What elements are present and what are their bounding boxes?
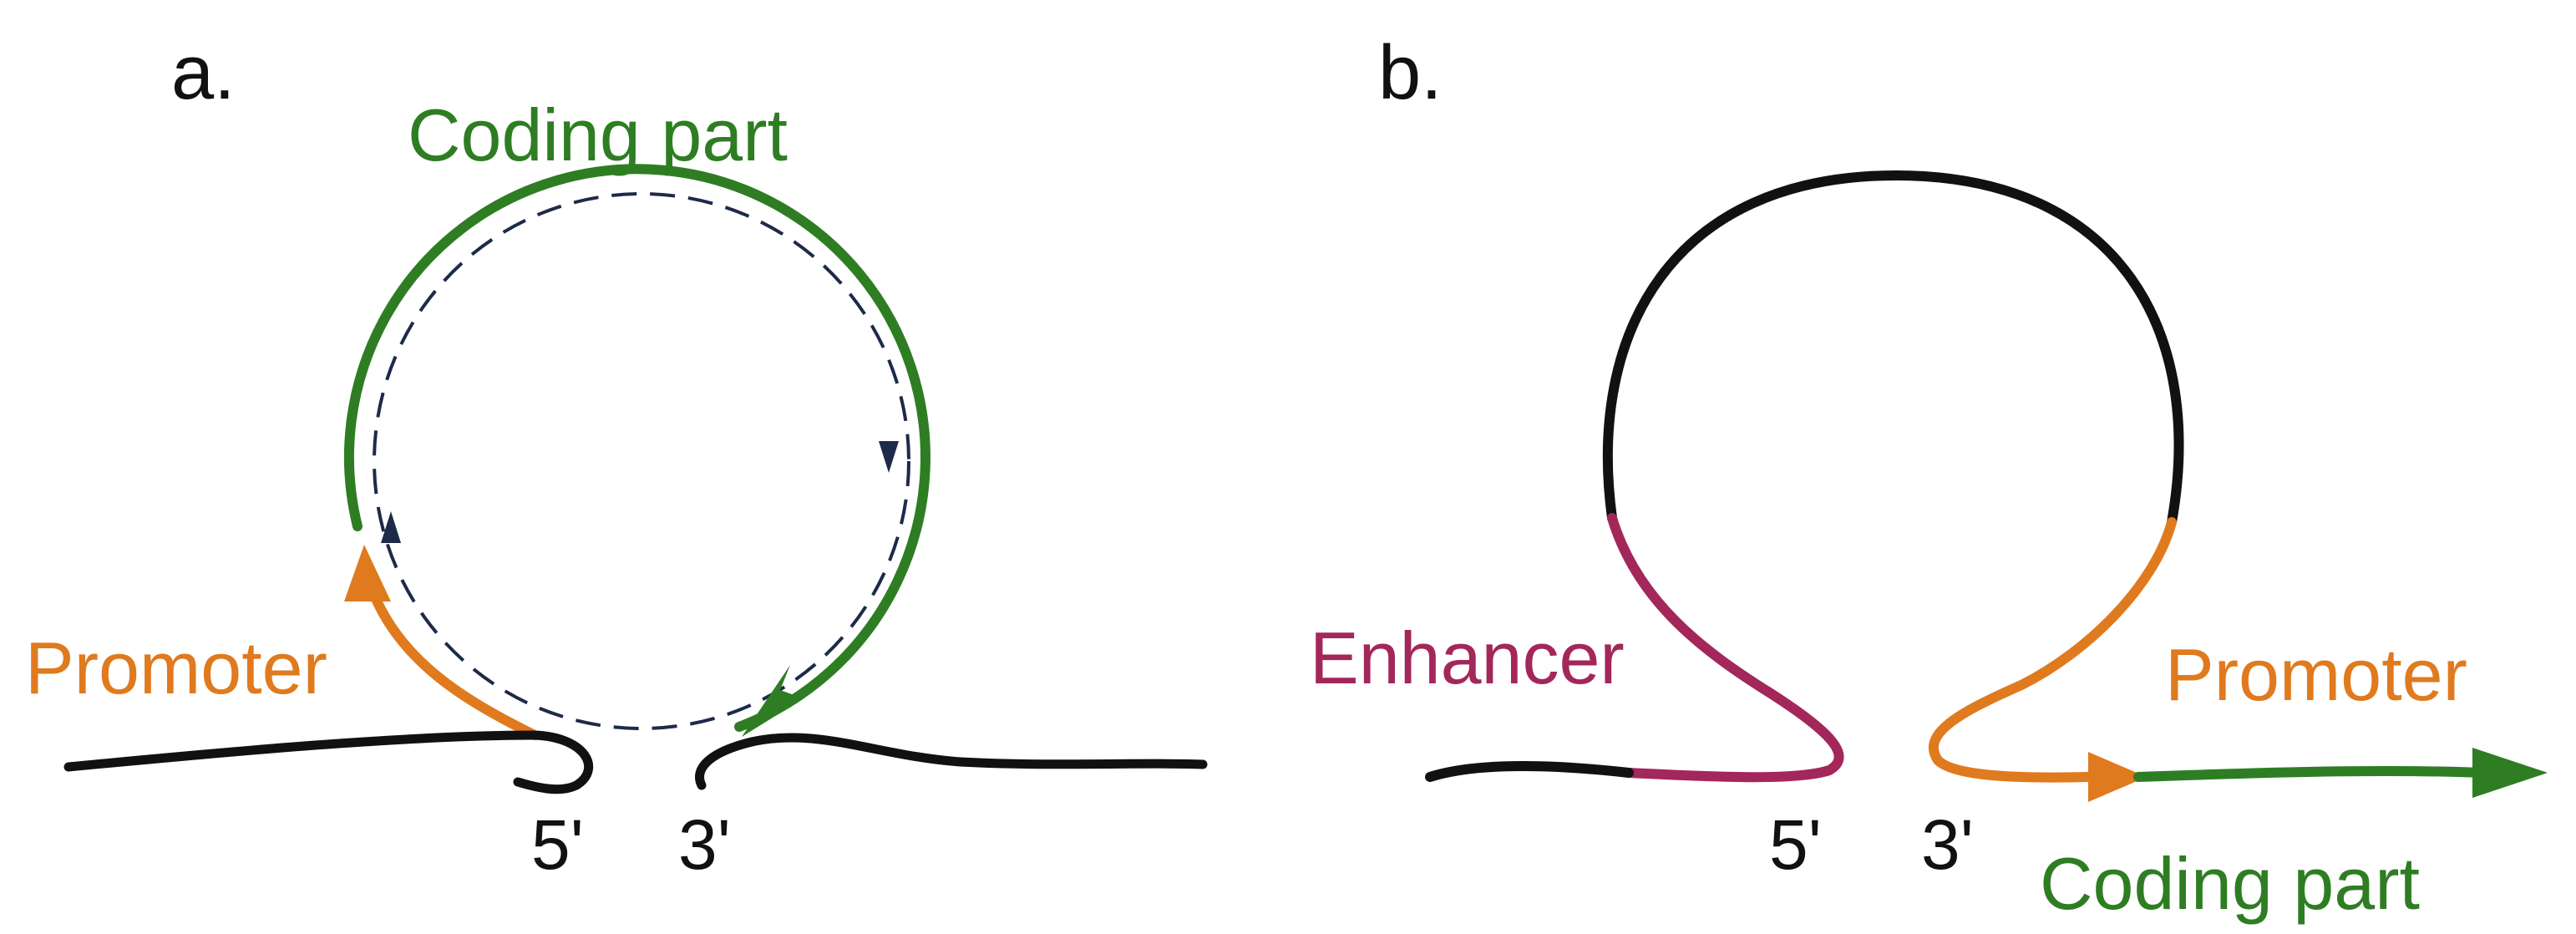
dashed-arrowhead-right (879, 441, 899, 473)
enhancer-label: Enhancer (1310, 617, 1625, 699)
three-prime-end-label-b: 3' (1921, 805, 1974, 884)
promoter-arrowhead (344, 545, 391, 602)
panel-b-label: b. (1378, 30, 1443, 115)
transcription-path-dashed (373, 192, 910, 730)
promoter-segment-b (1929, 517, 2177, 783)
coding-part-segment-b (2133, 765, 2486, 782)
panel-a-label: a. (171, 30, 236, 115)
five-prime-end-label: 5' (531, 805, 584, 884)
coding-arrowhead (742, 665, 804, 737)
dna-strand-b-left (1425, 761, 1634, 782)
three-prime-end-label: 3' (678, 805, 731, 884)
coding-arrowhead-b (2472, 748, 2548, 798)
dna-strand-left (63, 730, 594, 794)
dashed-arrowhead-left (381, 511, 401, 543)
panel-a: a. Coding part Promoter 5' 3' (25, 30, 1208, 884)
dna-strand-right (695, 733, 1208, 790)
enhancer-segment (1607, 513, 1844, 783)
five-prime-end-label-b: 5' (1769, 805, 1822, 884)
coding-part-label: Coding part (408, 94, 788, 176)
coding-part-arc (344, 164, 931, 732)
promoter-arrowhead-b (2088, 752, 2147, 802)
promoter-label-b: Promoter (2165, 633, 2467, 716)
coding-part-label-b: Coding part (2040, 842, 2420, 925)
dna-loop-top (1602, 170, 2184, 527)
promoter-arc (363, 571, 540, 740)
promoter-label: Promoter (25, 627, 327, 709)
panel-b: b. Enhancer Promoter 5' 3' Coding part (1310, 30, 2548, 925)
